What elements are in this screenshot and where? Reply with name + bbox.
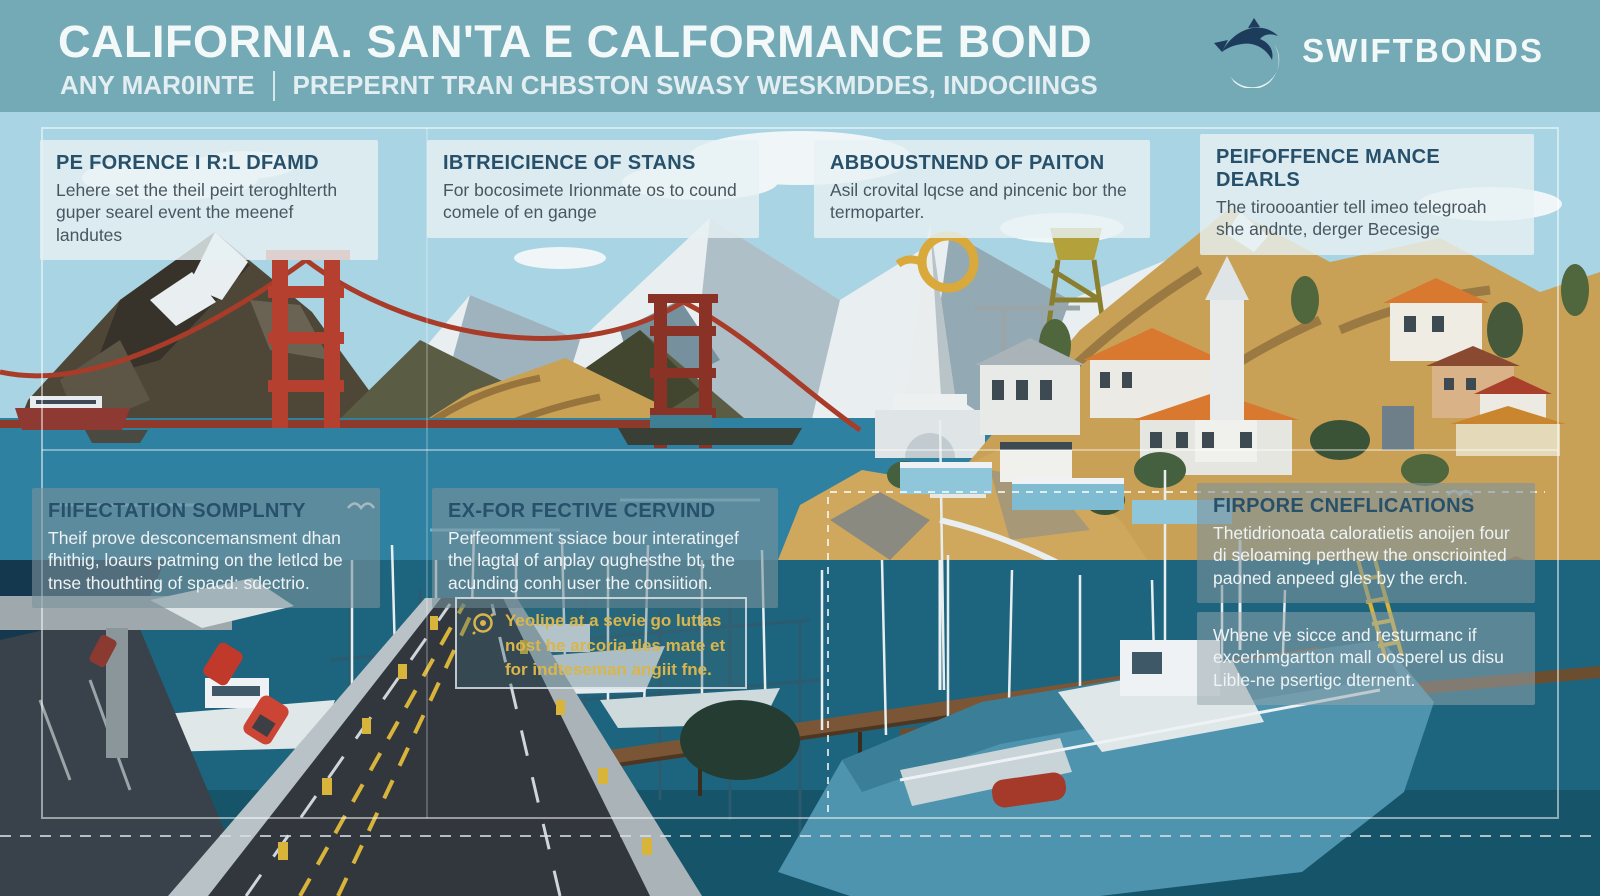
card-body: Thetidrionoata caloratietis anoijen four… xyxy=(1213,523,1510,588)
card-body: Asil crovital lqcse and pincenic bor the… xyxy=(830,180,1127,223)
subtitle-right: PREPERNT TRAN CHBSTON SWASY WESKMDDES, I… xyxy=(292,70,1098,100)
card-title: ABBOUSTNEND OF PAITON xyxy=(830,152,1105,174)
card-effective: EX-FOR FECTIVE CERVIND Perfeomment ssiac… xyxy=(432,488,778,609)
logo-text: SWIFTBONDS xyxy=(1302,32,1544,69)
card-right-note: Whene ve sicce and resturmanc if excerhm… xyxy=(1197,612,1535,706)
card-title: PEIFOFFENCE MANCE DEARLS xyxy=(1216,146,1440,191)
card-peifoffence: PEIFOFFENCE MANCE DEARLS The tiroooantie… xyxy=(1200,134,1534,255)
header-band: CALIFORNIA. SAN'TA E CALFORMANCE BOND AN… xyxy=(0,0,1600,112)
logo: SWIFTBONDS xyxy=(1214,14,1544,88)
card-body: Perfeomment ssiace bour interatingef the… xyxy=(448,528,739,593)
card-body: The tiroooantier tell imeo telegroah she… xyxy=(1216,197,1487,240)
monument-tower xyxy=(875,223,985,458)
card-body: For bocosimete Irionmate os to cound com… xyxy=(443,180,737,223)
highlight-text: Yeolipe at a sevie go luttas nost he arc… xyxy=(505,611,726,680)
highway xyxy=(0,578,702,896)
badge-icon xyxy=(472,613,494,635)
card-title: FIIFECTATION SOMPLNTY xyxy=(48,500,306,522)
card-firpore: FIRPORE CNEFLICATIONS Thetidrionoata cal… xyxy=(1197,483,1535,604)
card-aboustnend: ABBOUSTNEND OF PAITON Asil crovital lqcs… xyxy=(814,140,1150,238)
card-performance: PE FORENCE I R:L DFAMD Lehere set the th… xyxy=(40,140,378,261)
card-fiifectation: FIIFECTATION SOMPLNTY Theif prove descon… xyxy=(32,488,380,609)
subtitle-divider xyxy=(272,70,275,101)
card-title: IBTREICIENCE OF STANS xyxy=(443,152,696,174)
card-title: EX-FOR FECTIVE CERVIND xyxy=(448,500,716,522)
bay-boats xyxy=(15,396,802,445)
page-subtitle: ANY MAR0INTE PREPERNT TRAN CHBSTON SWASY… xyxy=(60,70,1098,101)
page-title: CALIFORNIA. SAN'TA E CALFORMANCE BOND xyxy=(58,16,1093,67)
card-body: Theif prove desconcemansment dhan fhithi… xyxy=(48,528,343,593)
card-title: FIRPORE CNEFLICATIONS xyxy=(1213,495,1475,517)
card-body: Lehere set the theil peirt teroghlterth … xyxy=(56,180,338,245)
cars xyxy=(89,634,289,745)
highlight-box: Yeolipe at a sevie go luttas nost he arc… xyxy=(455,597,747,689)
card-strictence: IBTREICIENCE OF STANS For bocosimete Iri… xyxy=(427,140,759,238)
subtitle-left: ANY MAR0INTE xyxy=(60,70,255,100)
card-body: Whene ve sicce and resturmanc if excerhm… xyxy=(1213,625,1504,690)
card-title: PE FORENCE I R:L DFAMD xyxy=(56,152,319,174)
dolphin-icon xyxy=(1214,18,1280,88)
